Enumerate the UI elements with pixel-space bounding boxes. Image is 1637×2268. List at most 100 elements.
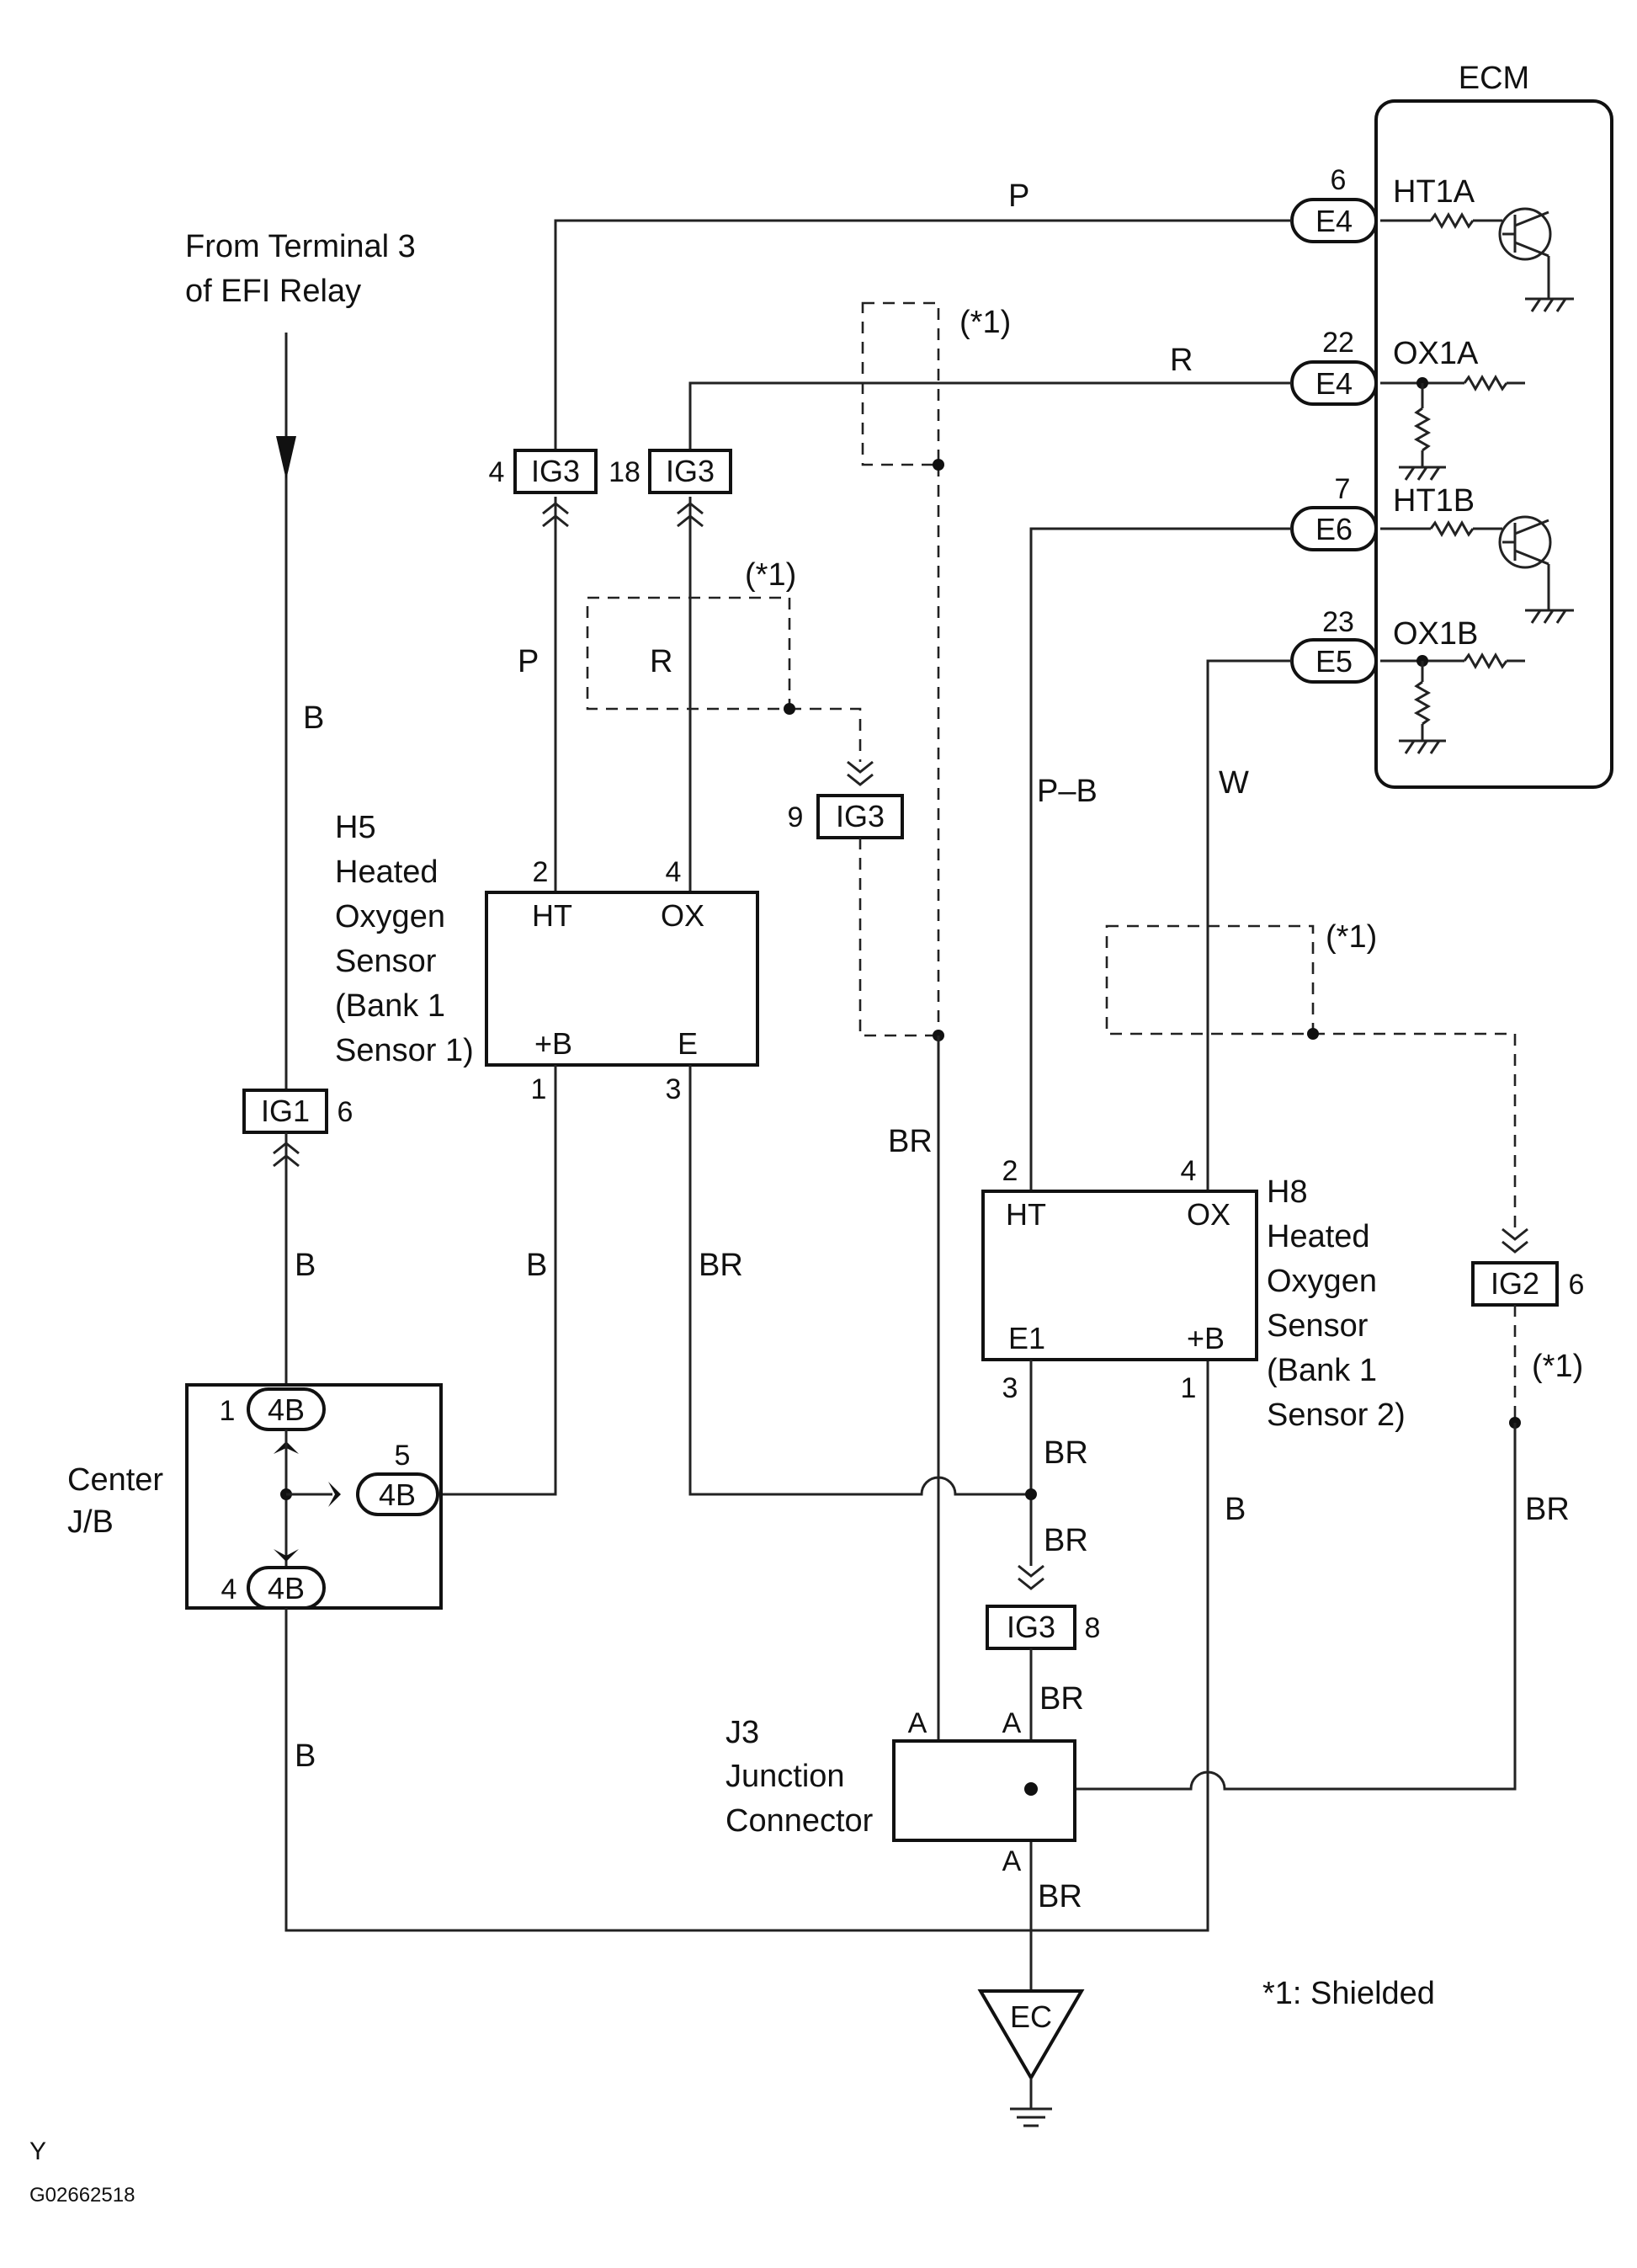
h5-label-1: H5 (335, 810, 376, 845)
wire-color-w: W (1219, 765, 1249, 801)
wire-br-h5 (688, 1065, 1031, 1496)
svg-text:6: 6 (337, 1096, 353, 1128)
svg-text:OX: OX (661, 898, 704, 933)
wire-color-pb: P–B (1037, 774, 1098, 809)
wire-color-b-h5: B (526, 1248, 547, 1283)
ecm-terminal-ht1b: HT1B (1380, 483, 1574, 624)
h5-box (485, 891, 759, 1067)
wire-color-br-h8b: BR (1044, 1523, 1088, 1558)
wire-b-jb-bottom (284, 1360, 1209, 1932)
svg-text:8: 8 (1085, 1612, 1101, 1644)
shield-top (861, 301, 940, 466)
h5-label-2: Heated (335, 854, 438, 890)
svg-text:3: 3 (1002, 1372, 1018, 1404)
h8-label-3: Oxygen (1267, 1264, 1377, 1299)
ecm-connector-e6-ht1b: E6 7 (1290, 473, 1378, 551)
j3-junction-connector: A A A J3 Junction Connector (725, 1707, 1076, 1877)
ecm-box (1374, 99, 1613, 789)
wire-pb-ht1b (1029, 527, 1292, 1191)
connector-ig2-6: IG2 6 (1471, 1227, 1585, 1307)
ecm-ht1b-label: HT1B (1393, 483, 1475, 519)
footer-code: G02662518 (29, 2184, 135, 2207)
source-label-2: of EFI Relay (185, 274, 361, 309)
svg-text:4: 4 (666, 856, 682, 888)
ecm-connector-e5-ox1b: E5 23 (1290, 606, 1378, 684)
wire-p-ht1a (554, 219, 1292, 450)
h5-label-3: Oxygen (335, 899, 445, 934)
svg-text:4: 4 (489, 456, 505, 488)
h8-label-6: Sensor 2) (1267, 1398, 1406, 1433)
svg-text:18: 18 (609, 456, 640, 488)
svg-text:5: 5 (395, 1440, 411, 1472)
svg-text:IG3: IG3 (836, 799, 885, 833)
wire-r-ox1a (688, 381, 1292, 450)
svg-text:E5: E5 (1315, 644, 1353, 679)
svg-text:E6: E6 (1315, 512, 1353, 546)
h5-label-6: Sensor 1) (335, 1033, 474, 1068)
h8-label-1: H8 (1267, 1174, 1308, 1210)
ecm-ox1b-label: OX1B (1393, 616, 1478, 652)
svg-text:6: 6 (1569, 1269, 1585, 1301)
connector-ig3-4: IG3 4 (489, 449, 598, 528)
svg-text:9: 9 (788, 801, 804, 833)
legend-shielded: *1: Shielded (1262, 1976, 1435, 2011)
svg-text:2: 2 (533, 856, 549, 888)
wire-color-br-gnd: BR (1038, 1879, 1082, 1914)
center-jb: 4B 1 4B 5 4B 4 Center J/B (67, 1383, 443, 1610)
ecm-terminal-ox1b: OX1B (1380, 616, 1525, 754)
center-jb-label-2: J/B (67, 1504, 114, 1540)
ground-ec-label: EC (1010, 1999, 1052, 2034)
ecm-pin-22: 22 (1322, 327, 1354, 359)
wire-color-br-h8a: BR (1044, 1435, 1088, 1471)
svg-text:+B: +B (1187, 1321, 1225, 1355)
sensor-h8: HT OX E1 +B 2 4 3 1 H8 Heated Oxygen Sen… (981, 1155, 1406, 1433)
ecm-pin-6: 6 (1331, 164, 1347, 196)
svg-text:4B: 4B (268, 1571, 305, 1605)
h8-label-5: (Bank 1 (1267, 1353, 1377, 1388)
wire-color-b-lower: B (295, 1248, 316, 1283)
j3-label-3: Connector (725, 1803, 874, 1839)
svg-text:E: E (678, 1026, 698, 1061)
wire-color-b-jb-bottom: B (295, 1738, 316, 1774)
svg-text:1: 1 (1181, 1372, 1197, 1404)
ecm-title: ECM (1459, 61, 1529, 96)
svg-text:IG2: IG2 (1491, 1266, 1539, 1301)
wire-color-b-main: B (303, 700, 324, 736)
svg-text:OX: OX (1187, 1197, 1230, 1232)
center-jb-label-1: Center (67, 1462, 163, 1498)
ecm-terminal-ox1a: OX1A (1380, 336, 1525, 481)
svg-text:A: A (908, 1707, 927, 1739)
svg-text:E4: E4 (1315, 204, 1353, 238)
ecm-pin-23: 23 (1322, 606, 1354, 638)
shield-note-1: (*1) (959, 305, 1011, 340)
svg-text:IG1: IG1 (261, 1094, 310, 1128)
shield-h8 (1105, 924, 1315, 1036)
ground-ec: EC (977, 1989, 1085, 2127)
j3-label-2: Junction (725, 1759, 845, 1794)
svg-text:E4: E4 (1315, 366, 1353, 401)
h5-label-4: Sensor (335, 944, 437, 979)
svg-text:3: 3 (666, 1073, 682, 1105)
svg-text:A: A (1002, 1707, 1022, 1739)
connector-ig3-18: IG3 18 (609, 449, 732, 528)
svg-text:E1: E1 (1008, 1321, 1045, 1355)
svg-text:4: 4 (1181, 1155, 1197, 1187)
ecm-ht1a-label: HT1A (1393, 174, 1475, 210)
svg-text:IG3: IG3 (1007, 1610, 1055, 1644)
shield-h5 (586, 596, 791, 711)
svg-text:4B: 4B (268, 1392, 305, 1427)
footer-letter: Y (29, 2138, 46, 2165)
shield-note-3: (*1) (1326, 919, 1377, 955)
ecm-unit: ECM HT1A (1374, 61, 1613, 789)
ecm-ox1a-label: OX1A (1393, 336, 1479, 371)
svg-text:HT: HT (1006, 1197, 1046, 1232)
h5-label-5: (Bank 1 (335, 988, 445, 1024)
wire-color-p-mid: P (518, 644, 539, 679)
j3-label-1: J3 (725, 1715, 759, 1750)
ecm-pin-7: 7 (1335, 473, 1351, 505)
connector-ig3-9: IG3 9 (788, 760, 904, 839)
svg-text:+B: +B (534, 1026, 572, 1061)
wire-color-br-shield: BR (888, 1124, 933, 1159)
svg-text:IG3: IG3 (531, 454, 580, 488)
